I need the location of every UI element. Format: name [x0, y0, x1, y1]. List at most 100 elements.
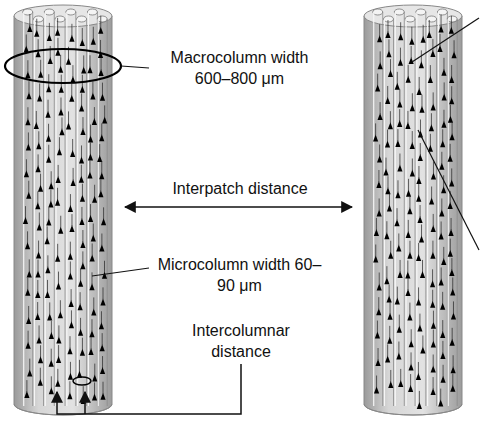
pyramidal-neuron — [406, 76, 411, 83]
apical-dendrite — [40, 368, 41, 380]
microcolumn-ellipse — [73, 377, 91, 385]
pyramidal-neuron — [417, 88, 422, 95]
pyramidal-neuron — [388, 381, 393, 388]
pyramidal-neuron — [384, 277, 389, 284]
pyramidal-neuron — [417, 402, 422, 409]
microcolumn-wall — [23, 12, 24, 406]
apical-dendrite — [25, 206, 26, 218]
apical-dendrite — [389, 285, 390, 297]
microcolumn-wall — [447, 12, 448, 406]
pyramidal-neuron — [87, 172, 92, 179]
apical-dendrite — [60, 216, 61, 228]
apical-dendrite — [408, 179, 409, 191]
microcolumn-wall — [86, 19, 87, 406]
apical-dendrite — [29, 14, 30, 26]
pyramidal-neuron — [450, 385, 455, 392]
apical-dendrite — [60, 55, 61, 67]
apical-dendrite — [375, 123, 376, 135]
apical-dendrite — [380, 102, 381, 114]
pyramidal-neuron — [92, 196, 97, 203]
microcolumn-wall — [436, 19, 437, 406]
apical-dendrite — [441, 267, 442, 279]
pyramidal-neuron — [78, 280, 83, 287]
apical-dendrite — [390, 111, 391, 123]
apical-dendrite — [48, 124, 49, 136]
pyramidal-neuron — [427, 31, 432, 38]
pyramidal-neuron — [102, 272, 107, 279]
pyramidal-neuron — [409, 340, 414, 347]
pyramidal-neuron — [373, 256, 378, 263]
apical-dendrite — [399, 89, 400, 101]
pyramidal-neuron — [45, 111, 50, 118]
apical-dendrite — [104, 105, 105, 117]
apical-dendrite — [379, 198, 380, 210]
apical-dendrite — [102, 333, 103, 345]
pyramidal-neuron — [383, 169, 388, 176]
apical-dendrite — [72, 139, 73, 151]
pyramidal-neuron — [416, 298, 421, 305]
apical-dendrite — [40, 174, 41, 186]
apical-dendrite — [386, 266, 387, 278]
apical-dendrite — [430, 65, 431, 77]
pyramidal-neuron — [387, 296, 392, 303]
pyramidal-neuron — [449, 133, 454, 140]
pyramidal-neuron — [80, 86, 85, 93]
microcolumn-wall — [395, 12, 396, 406]
pyramidal-neuron — [34, 122, 39, 129]
pyramidal-neuron — [55, 380, 60, 387]
apical-dendrite — [38, 241, 39, 253]
apical-dendrite — [409, 241, 410, 253]
pyramidal-neuron — [441, 69, 446, 76]
apical-dendrite — [47, 226, 48, 238]
apical-dendrite — [408, 220, 409, 232]
apical-dendrite — [443, 247, 444, 259]
apical-dendrite — [411, 46, 412, 58]
pyramidal-neuron — [58, 109, 63, 116]
apical-dendrite — [418, 184, 419, 196]
apical-dendrite — [380, 51, 381, 63]
pyramidal-neuron — [56, 176, 61, 183]
pyramidal-neuron — [440, 376, 445, 383]
apical-dendrite — [92, 272, 93, 284]
pyramidal-neuron — [55, 255, 60, 262]
pyramidal-neuron — [88, 153, 93, 160]
pyramidal-neuron — [92, 393, 97, 400]
pyramidal-neuron — [385, 187, 390, 194]
apical-dendrite — [442, 320, 443, 332]
pyramidal-neuron — [37, 94, 42, 101]
apical-dendrite — [398, 233, 399, 245]
apical-dendrite — [377, 321, 378, 333]
apical-dendrite — [103, 382, 104, 394]
microcolumn-wall — [66, 12, 67, 406]
apical-dendrite — [378, 170, 379, 182]
pyramidal-neuron — [408, 385, 413, 392]
pyramidal-neuron — [448, 116, 453, 123]
apical-dendrite — [378, 348, 379, 360]
pyramidal-neuron — [375, 85, 380, 92]
pyramidal-neuron — [26, 317, 31, 324]
pyramidal-neuron — [24, 391, 29, 398]
pyramidal-neuron — [46, 219, 51, 226]
pyramidal-neuron — [26, 143, 31, 150]
pyramidal-neuron — [79, 218, 84, 225]
pyramidal-neuron — [418, 154, 423, 161]
apical-dendrite — [451, 16, 452, 28]
pyramidal-neuron — [439, 163, 444, 170]
apical-dendrite — [101, 311, 102, 323]
pyramidal-neuron — [67, 392, 72, 399]
pyramidal-neuron — [395, 191, 400, 198]
pyramidal-neuron — [441, 258, 446, 265]
apical-dendrite — [58, 272, 59, 284]
pyramidal-neuron — [448, 229, 453, 236]
pyramidal-neuron — [439, 232, 444, 239]
pyramidal-neuron — [34, 30, 39, 37]
apical-dendrite — [101, 58, 102, 70]
pyramidal-neuron — [408, 363, 413, 370]
microcolumn-wall — [98, 19, 99, 406]
apical-dendrite — [94, 364, 95, 376]
apical-dendrite — [90, 55, 91, 67]
pyramidal-neuron — [80, 262, 85, 269]
apical-dendrite — [51, 376, 52, 388]
apical-dendrite — [407, 111, 408, 123]
pyramidal-neuron — [449, 27, 454, 34]
